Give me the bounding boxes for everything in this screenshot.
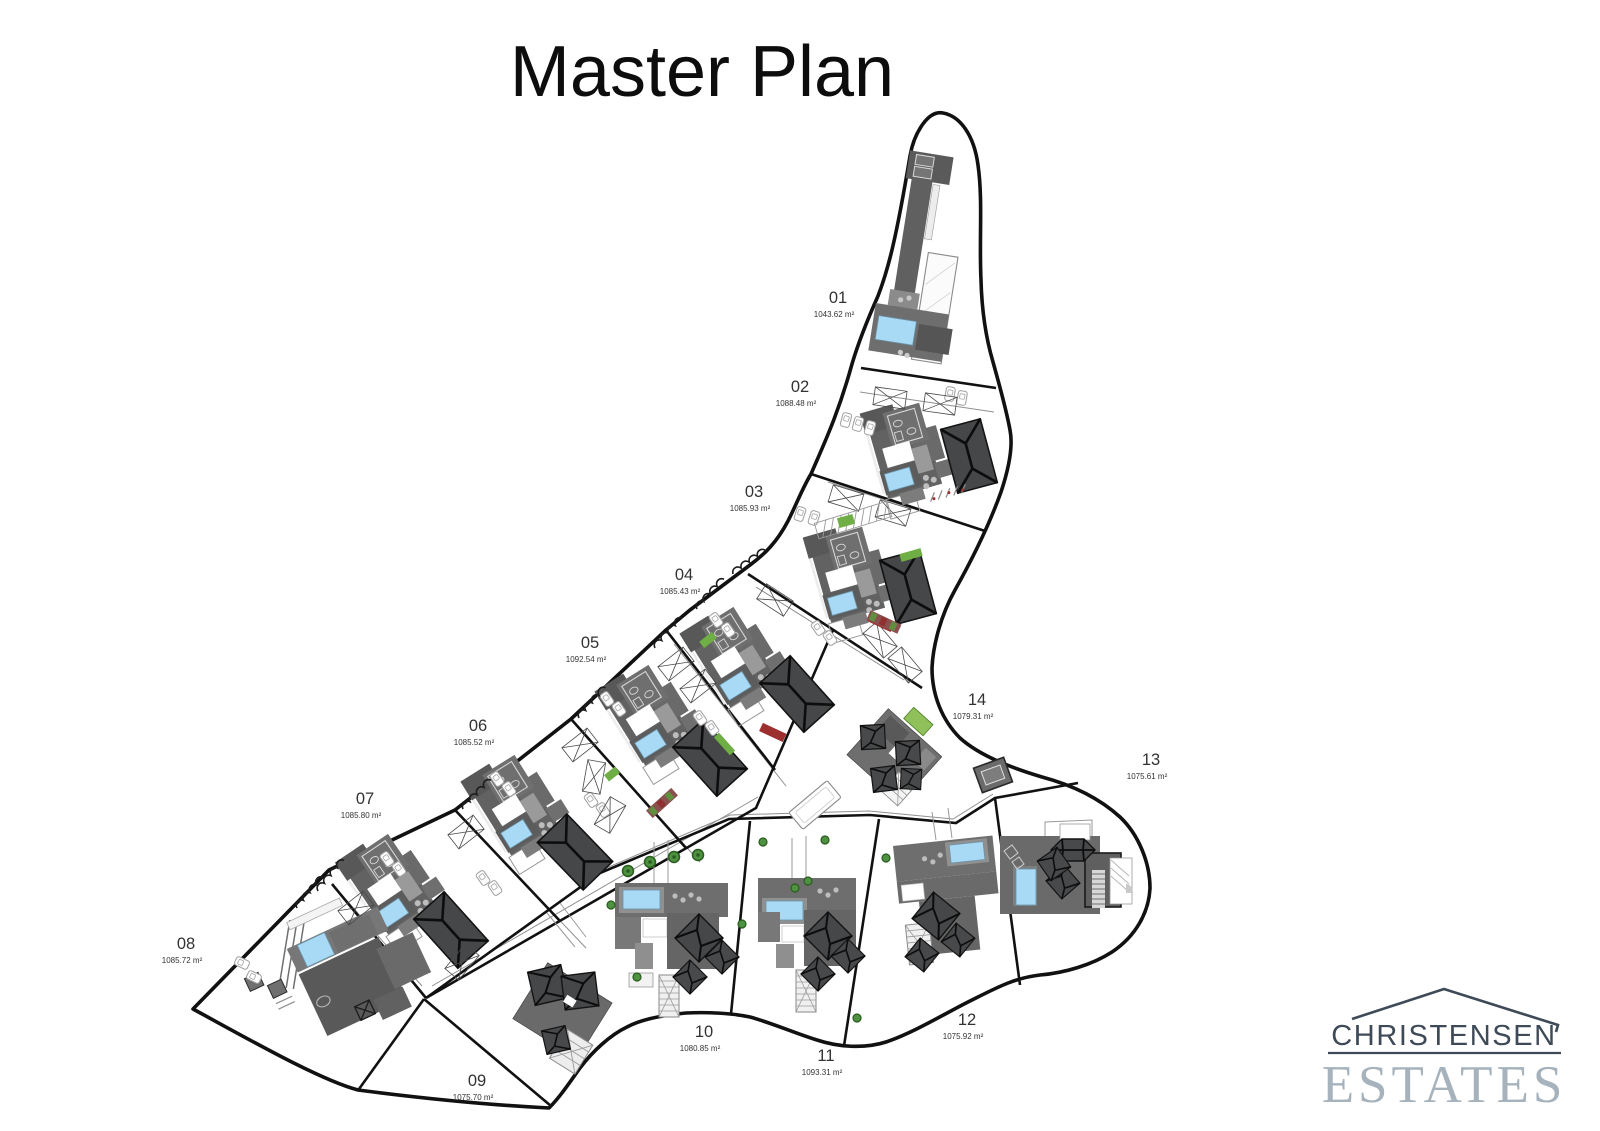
svg-text:05: 05 [581,634,599,652]
svg-text:1085.80 m²: 1085.80 m² [341,811,382,820]
svg-text:1092.54 m²: 1092.54 m² [566,655,607,664]
svg-text:1093.31 m²: 1093.31 m² [802,1068,843,1077]
svg-text:11: 11 [817,1047,834,1065]
svg-text:1085.93 m²: 1085.93 m² [730,504,771,513]
svg-text:08: 08 [177,935,195,953]
svg-text:1075.70 m²: 1075.70 m² [453,1093,494,1102]
svg-text:1088.48 m²: 1088.48 m² [776,399,817,408]
svg-text:1085.52 m²: 1085.52 m² [454,738,495,747]
svg-text:01: 01 [829,289,847,307]
svg-text:1085.72 m²: 1085.72 m² [162,956,203,965]
svg-text:12: 12 [958,1011,976,1029]
svg-text:ESTATES: ESTATES [1322,1056,1567,1114]
svg-text:Master Plan: Master Plan [510,32,894,112]
svg-text:07: 07 [356,790,374,808]
svg-text:10: 10 [695,1023,713,1041]
svg-text:1080.85 m²: 1080.85 m² [680,1044,721,1053]
svg-text:02: 02 [791,378,809,396]
svg-text:1075.61 m²: 1075.61 m² [1127,772,1168,781]
svg-text:06: 06 [469,717,487,735]
svg-text:13: 13 [1142,751,1160,769]
svg-text:14: 14 [968,691,986,709]
svg-text:CHRISTENSEN: CHRISTENSEN [1331,1020,1556,1052]
svg-text:1043.62 m²: 1043.62 m² [814,310,855,319]
svg-text:03: 03 [745,483,763,501]
svg-text:04: 04 [675,566,693,584]
svg-text:1085.43 m²: 1085.43 m² [660,587,701,596]
svg-text:1079.31 m²: 1079.31 m² [953,712,994,721]
svg-text:1075.92 m²: 1075.92 m² [943,1032,984,1041]
svg-text:09: 09 [468,1072,486,1090]
